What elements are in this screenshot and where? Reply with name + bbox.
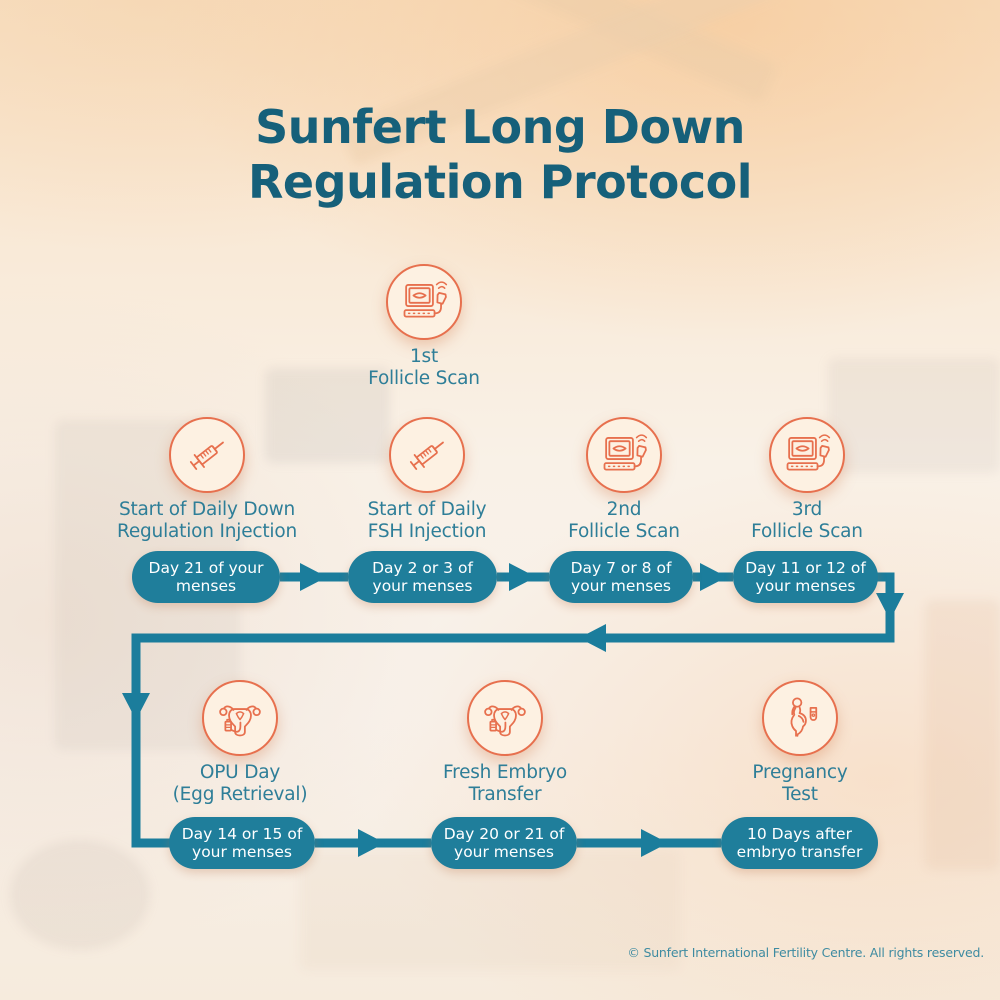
page-title-line2: Regulation Protocol [248, 155, 752, 210]
pill-line2: your menses [571, 577, 671, 595]
step-label-line1: OPU Day [199, 762, 281, 783]
pill-day-2-3-menses: Day 2 or 3 of your menses [348, 551, 497, 603]
ultrasound-scanner-icon [386, 264, 462, 340]
pill-day-11-12-menses: Day 11 or 12 of your menses [733, 551, 878, 603]
step-second-follicle-scan: 2nd Follicle Scan [509, 417, 739, 543]
arrowhead-down [876, 593, 904, 620]
pill-line1: Day 21 of your [148, 558, 264, 577]
arrowhead-down [122, 693, 150, 720]
arrowhead-right [300, 563, 327, 591]
copyright-notice: © Sunfert International Fertility Centre… [627, 945, 984, 960]
step-label: OPU Day (Egg Retrieval) [125, 762, 355, 806]
step-label-line2: FSH Injection [367, 520, 487, 542]
page-title-line1: Sunfert Long Down [255, 100, 745, 154]
step-label-line1: 1st [409, 346, 439, 367]
step-pregnancy-test: Pregnancy Test [685, 680, 915, 806]
syringe-icon [389, 417, 465, 493]
pill-line2: your menses [755, 577, 856, 595]
pill-line1: Day 11 or 12 of [745, 558, 866, 577]
step-label: Start of Daily Down Regulation Injection [92, 499, 322, 543]
page-title: Sunfert Long Down Regulation Protocol [0, 100, 1000, 210]
background-monitor-wash [828, 358, 1000, 473]
uterus-embryo-transfer-icon [467, 680, 543, 756]
pill-day-14-15-menses: Day 14 or 15 of your menses [169, 817, 315, 869]
background-monitor-wash [265, 368, 390, 463]
step-label-line2: (Egg Retrieval) [172, 783, 308, 805]
step-label-line2: Transfer [468, 783, 542, 805]
pill-line2: menses [175, 577, 237, 595]
arrowhead-right [509, 563, 536, 591]
step-label: 3rd Follicle Scan [692, 499, 922, 543]
pill-line2: your menses [192, 843, 292, 861]
step-label-line2: Follicle Scan [568, 520, 680, 542]
arrowhead-left [579, 624, 606, 652]
pill-day-21-menses: Day 21 of your menses [132, 551, 280, 603]
step-label-line2: Follicle Scan [368, 367, 480, 389]
uterus-egg-retrieval-icon [202, 680, 278, 756]
pill-line1: Day 14 or 15 of [181, 824, 303, 843]
step-label-line1: Fresh Embryo [442, 762, 568, 783]
step-label: Pregnancy Test [685, 762, 915, 806]
step-label: Fresh Embryo Transfer [390, 762, 620, 806]
ultrasound-scanner-icon [586, 417, 662, 493]
step-label: 1st Follicle Scan [309, 346, 539, 390]
pill-line1: 10 Days after [747, 824, 852, 843]
step-label-line1: Pregnancy [752, 762, 848, 783]
step-third-follicle-scan: 3rd Follicle Scan [692, 417, 922, 543]
step-label-line1: 2nd [606, 499, 642, 520]
step-label-line2: Regulation Injection [117, 520, 297, 542]
step-label-line1: 3rd [791, 499, 823, 520]
step-label-line1: Start of Daily [367, 499, 487, 520]
arrowhead-right [700, 563, 727, 591]
background-equipment-wash [925, 600, 1000, 870]
arrowhead-right [358, 829, 385, 857]
step-down-regulation-injection: Start of Daily Down Regulation Injection [92, 417, 322, 543]
step-label-line2: Test [782, 783, 818, 805]
pill-line2: embryo transfer [736, 843, 863, 861]
pill-line1: Day 20 or 21 of [443, 824, 565, 843]
pill-line2: your menses [454, 843, 554, 861]
pregnant-woman-test-icon [762, 680, 838, 756]
step-fsh-injection: Start of Daily FSH Injection [312, 417, 542, 543]
ultrasound-scanner-icon [769, 417, 845, 493]
pill-day-7-8-menses: Day 7 or 8 of your menses [549, 551, 693, 603]
syringe-icon [169, 417, 245, 493]
step-label-line1: Start of Daily Down [118, 499, 296, 520]
pill-line1: Day 7 or 8 of [570, 558, 672, 577]
step-first-follicle-scan: 1st Follicle Scan [309, 264, 539, 390]
step-label: 2nd Follicle Scan [509, 499, 739, 543]
background-bed-wash [300, 850, 680, 970]
pill-10-days-after-transfer: 10 Days after embryo transfer [721, 817, 878, 869]
step-fresh-embryo-transfer: Fresh Embryo Transfer [390, 680, 620, 806]
step-opu-day: OPU Day (Egg Retrieval) [125, 680, 355, 806]
arrowhead-right [641, 829, 668, 857]
pill-line2: your menses [372, 577, 473, 595]
step-label-line2: Follicle Scan [751, 520, 863, 542]
step-label: Start of Daily FSH Injection [312, 499, 542, 543]
pill-line1: Day 2 or 3 of [372, 558, 473, 577]
background-equipment-wash [10, 840, 150, 950]
pill-day-20-21-menses: Day 20 or 21 of your menses [431, 817, 577, 869]
